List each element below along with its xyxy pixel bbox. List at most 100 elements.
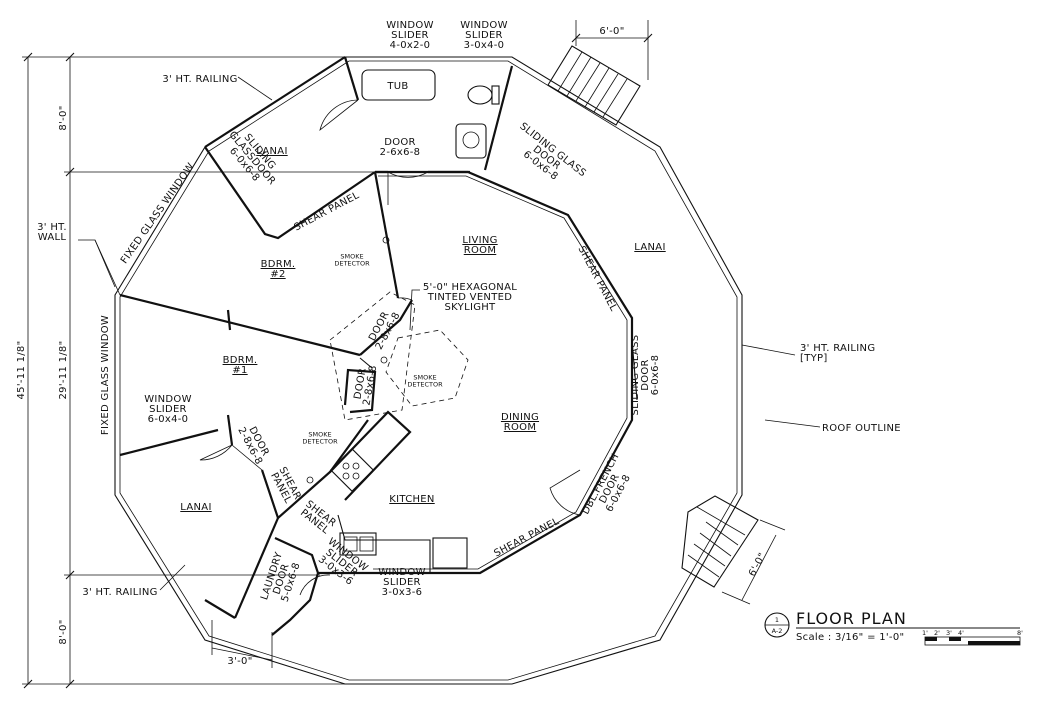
tick xyxy=(65,167,75,177)
bath-sink xyxy=(455,123,487,159)
tick xyxy=(65,679,75,689)
range xyxy=(330,448,374,492)
label-door-bdrm1: DOOR2-8x6-8 xyxy=(235,421,273,467)
sheet-number: 1 xyxy=(775,616,779,624)
label-door-closet-2: DOOR2-8x6-8 xyxy=(352,363,380,407)
bedroom-partition xyxy=(226,309,232,331)
label-dim-3: 3'-0" xyxy=(227,656,252,667)
label-sliding-glass-door-right: SLIDING GLASSDOOR6-0x6-8 xyxy=(630,335,661,416)
door-swing-dining xyxy=(549,469,581,516)
sink-bowl xyxy=(343,536,358,552)
label-shear-panel-right: SHEAR PANEL xyxy=(575,244,619,313)
label-lanai-right: LANAI xyxy=(634,242,665,253)
door-swing-bath xyxy=(387,171,429,205)
scale-tick-label: 8' xyxy=(1017,629,1023,637)
lanai-wall xyxy=(204,56,346,148)
leader xyxy=(159,564,186,591)
bedroom-wall xyxy=(226,414,234,446)
closet-wall xyxy=(359,357,373,369)
leader xyxy=(78,239,121,296)
house-wall xyxy=(373,170,634,575)
laundry-wall xyxy=(271,537,320,636)
scale-bar xyxy=(924,636,1021,646)
label-lanai-top: LANAI xyxy=(256,146,287,157)
label-dim-6-top: 6'-0" xyxy=(599,26,624,37)
closet-wall xyxy=(359,299,413,356)
label-railing-typ: 3' HT. RAILING[TYP] xyxy=(800,343,875,364)
label-fixed-glass-window-top: FIXED GLASS WINDOW xyxy=(119,161,197,266)
sheet-ref: A-2 xyxy=(772,627,783,635)
bedroom-partition xyxy=(373,171,400,299)
smoke-detector-icon xyxy=(380,356,388,364)
tick xyxy=(23,52,33,62)
label-shear-panel-bottom: SHEAR PANEL xyxy=(492,516,561,560)
bath-wall xyxy=(483,65,514,171)
stairs-top xyxy=(547,45,641,126)
bathtub xyxy=(361,69,436,101)
closet-wall xyxy=(343,368,377,414)
label-railing-bottom: 3' HT. RAILING xyxy=(82,587,157,598)
leader xyxy=(94,239,116,288)
scale-text: Scale : 3/16" = 1'-0" xyxy=(796,632,904,643)
house-wall-inner xyxy=(373,175,628,570)
label-window-slider-kitchen: WINDOWSLIDER3-0x3-6 xyxy=(313,536,370,590)
label-ht-wall: 3' HT.WALL xyxy=(37,222,67,243)
label-bdrm1: BDRM.#1 xyxy=(223,355,258,376)
label-dim-29: 29'-11 1/8" xyxy=(58,341,69,400)
bedroom-wall xyxy=(119,428,219,457)
smoke-detector-icon xyxy=(382,236,390,244)
range-burner xyxy=(352,462,360,470)
tick xyxy=(23,679,33,689)
label-laundry-door: LAUNDRYDOOR5-0x6-8 xyxy=(259,550,304,607)
leader xyxy=(237,76,273,101)
sliding-door-right xyxy=(631,339,638,401)
range-burner xyxy=(342,472,350,480)
roof-outline xyxy=(114,56,743,685)
scale-tick-label: 1' xyxy=(922,629,928,637)
refrigerator xyxy=(432,537,468,569)
door-swing-bdrm1 xyxy=(199,444,263,471)
stairs-bottom xyxy=(681,495,759,588)
label-dim-8-top: 8'-0" xyxy=(58,105,69,130)
scale-tick-labels: 1'2'3'4'8' xyxy=(922,629,1023,637)
sink-bowl xyxy=(359,536,374,552)
dimension-line-6-right xyxy=(741,534,777,601)
door-swing-bath-lanai xyxy=(319,99,359,132)
label-tub: TUB xyxy=(386,81,408,92)
label-kitchen: KITCHEN xyxy=(389,494,434,505)
drawing-title: FLOOR PLAN xyxy=(796,609,907,628)
lanai-wall xyxy=(204,599,236,619)
label-bdrm2: BDRM.#2 xyxy=(261,259,296,280)
leader xyxy=(409,289,420,331)
lanai-wall xyxy=(204,146,376,240)
label-dim-8-bottom: 8'-0" xyxy=(58,619,69,644)
scale-tick-label: 2' xyxy=(934,629,940,637)
leader xyxy=(741,344,796,356)
range-burner xyxy=(352,472,360,480)
leader xyxy=(764,419,821,428)
smoke-detector-icon xyxy=(306,476,314,484)
tick xyxy=(65,570,75,580)
bath-wall xyxy=(343,56,360,101)
label-dim-6-right: 6'-0" xyxy=(747,551,769,578)
label-railing-top: 3' HT. RAILING xyxy=(162,74,237,85)
label-sliding-glass-door-top: SLIDING GLASSDOOR6-0x6-8 xyxy=(505,121,588,195)
door-swing-laundry xyxy=(299,574,331,596)
door-swing-closet xyxy=(397,297,413,301)
label-roof-outline: ROOF OUTLINE xyxy=(822,423,901,434)
bedroom-wall xyxy=(260,419,369,520)
label-dim-45: 45'-11 1/8" xyxy=(16,341,27,400)
